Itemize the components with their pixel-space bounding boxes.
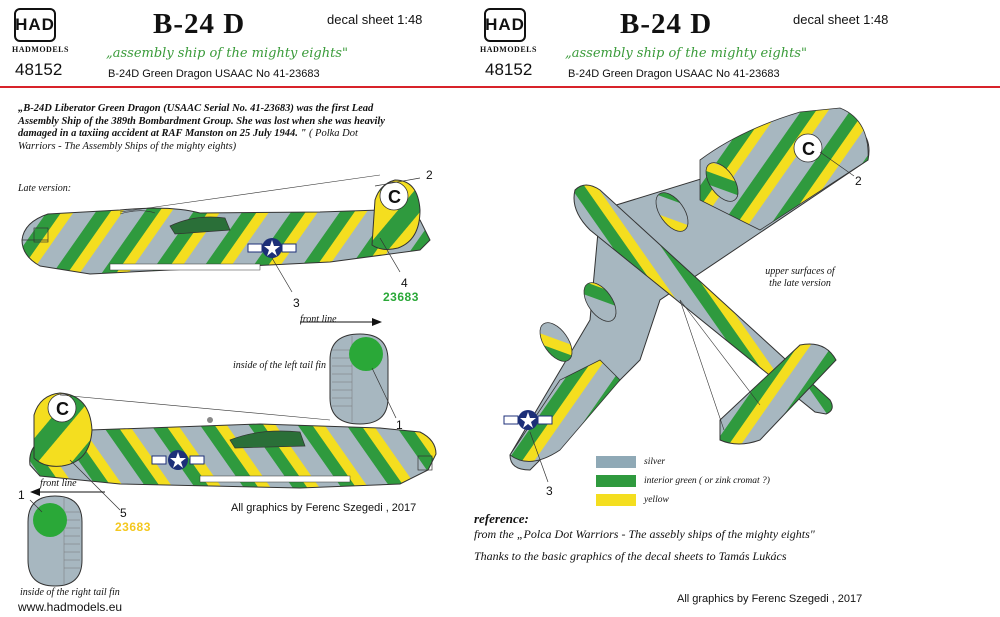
reference-heading: reference: [474, 511, 529, 526]
thanks-line: Thanks to the basic graphics of the deca… [474, 549, 787, 563]
legend-label-yellow: yellow [644, 495, 669, 505]
brand-name: HADMODELS [12, 45, 69, 54]
motto-right: „assembly ship of the mighty eights" [565, 46, 807, 61]
callout-1-lower: 1 [18, 488, 25, 502]
hadmodels-logo-right: HAD [484, 8, 526, 42]
front-line-label-upper: front line [300, 314, 337, 325]
right-tail-fin-interior [27, 495, 83, 587]
tail-letter-top: C [802, 139, 815, 159]
callout-3-top: 3 [546, 484, 553, 498]
callout-2-upper: 2 [426, 168, 433, 182]
legend-swatch-yellow [596, 494, 636, 506]
subtitle: B-24D Green Dragon USAAC No 41-23683 [108, 68, 320, 80]
callout-4: 4 [401, 276, 408, 290]
page-title: B-24 D [153, 8, 246, 40]
decal-scale: decal sheet 1:48 [327, 12, 423, 27]
callout-1-upper: 1 [396, 418, 403, 432]
callout-5: 5 [120, 506, 127, 520]
page-title-right: B-24 D [620, 8, 713, 40]
left-fin-label: inside of the left tail fin [233, 360, 327, 371]
brand-name-right: HADMODELS [480, 45, 537, 54]
left-tail-fin-interior [329, 333, 389, 425]
decal-scale-right: decal sheet 1:48 [793, 12, 889, 27]
callout-2-top: 2 [855, 174, 862, 188]
legend-label-green: interior green ( or zink cromat ?) [644, 476, 770, 486]
website-link[interactable]: www.hadmodels.eu [18, 600, 123, 614]
right-fin-label: inside of the right tail fin [20, 587, 120, 598]
serial-number-upper: 23683 [383, 290, 419, 304]
late-version-label: Late version: [18, 183, 72, 194]
aircraft-profile-port: C [21, 174, 431, 275]
legend-swatch-green [596, 475, 636, 487]
header-rule [0, 86, 1000, 88]
product-code-right: 48152 [485, 60, 533, 79]
hadmodels-logo: HAD [14, 8, 56, 42]
subtitle-right: B-24D Green Dragon USAAC No 41-23683 [568, 68, 780, 80]
upper-surfaces-label: upper surfaces of the late version [765, 266, 835, 289]
reference-line: from the „Polca Dot Warriors - The asseb… [474, 527, 815, 541]
legend-label-silver: silver [644, 457, 666, 467]
legend-swatch-silver [596, 456, 636, 468]
credit-right: All graphics by Ferenc Szegedi , 2017 [677, 593, 863, 605]
product-code: 48152 [15, 60, 63, 79]
credit-left: All graphics by Ferenc Szegedi , 2017 [231, 502, 417, 514]
callout-3-upper: 3 [293, 296, 300, 310]
aircraft-description: „B-24D Liberator Green Dragon (USAAC Ser… [18, 103, 385, 152]
tail-letter-starboard: C [56, 399, 69, 419]
front-line-label-lower: front line [40, 478, 77, 489]
aircraft-top-view: C [503, 107, 870, 471]
serial-number-lower: 23683 [115, 520, 151, 534]
aircraft-profile-starboard: C [29, 392, 437, 489]
motto: „assembly ship of the mighty eights" [106, 46, 348, 61]
tail-letter-port: C [388, 187, 401, 207]
